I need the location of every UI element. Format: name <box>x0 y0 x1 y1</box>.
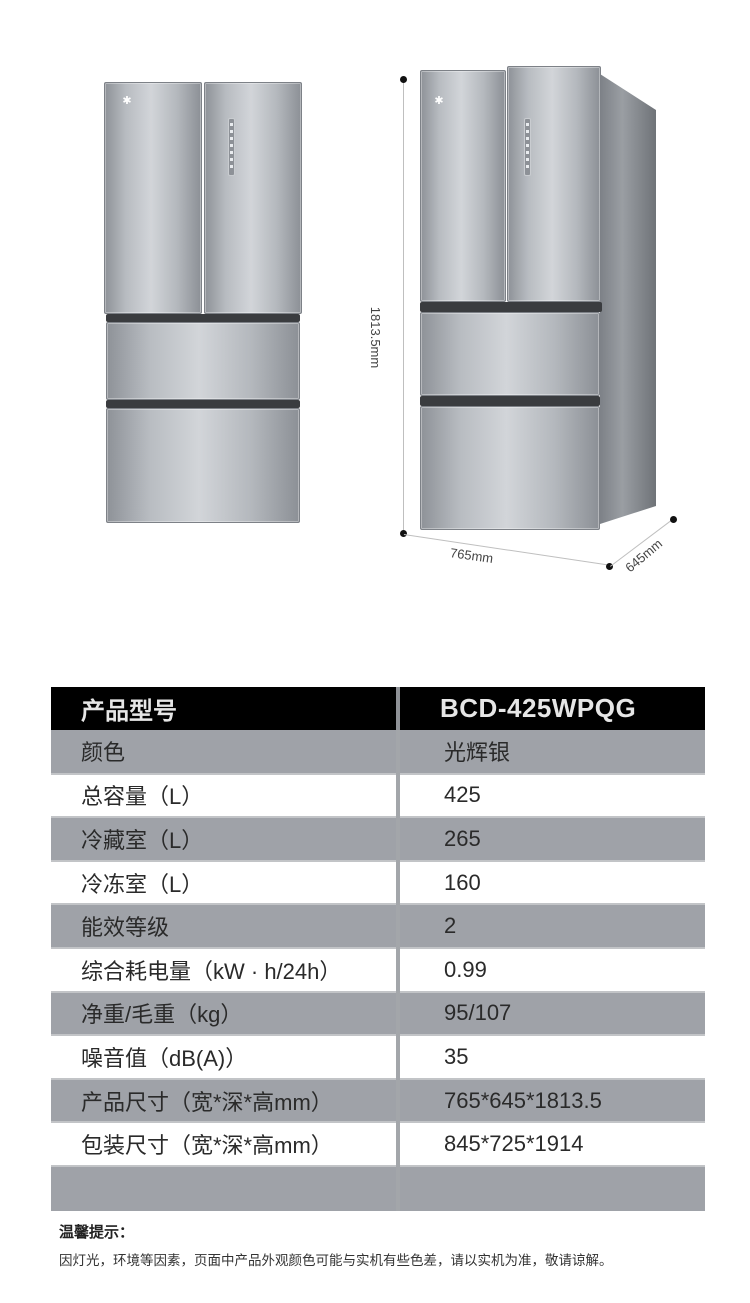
fridge-angled-view: ✱ <box>418 66 668 536</box>
fridge-side-panel <box>600 74 656 524</box>
brand-logo-icon: ✱ <box>122 95 132 107</box>
lower-drawer <box>106 408 300 523</box>
left-door <box>420 70 506 302</box>
upper-drawer <box>420 312 600 396</box>
drawer-gap <box>106 400 300 408</box>
row-label: 净重/毛重（kg） <box>51 991 400 1036</box>
left-door <box>104 82 202 314</box>
table-row: 冷冻室（L）160 <box>51 859 705 906</box>
row-value: 35 <box>398 1034 705 1080</box>
table-row: 冷藏室（L）265 <box>51 817 705 861</box>
table-row: 总容量（L）425 <box>51 772 705 819</box>
table-row: 净重/毛重（kg）95/107 <box>51 991 705 1036</box>
row-value: 2 <box>398 904 705 948</box>
table-row: 产品尺寸（宽*深*高mm）765*645*1813.5 <box>51 1078 705 1123</box>
table-row: 包装尺寸（宽*深*高mm）845*725*1914 <box>51 1121 705 1167</box>
right-door <box>204 82 302 314</box>
table-row-empty <box>51 1165 705 1211</box>
height-dimension-label: 1813.5mm <box>368 306 384 369</box>
row-value: 光辉银 <box>398 730 705 774</box>
hinge-gap <box>420 302 602 312</box>
row-label: 能效等级 <box>51 904 400 948</box>
dimension-marker <box>400 530 407 537</box>
row-label: 综合耗电量（kW · h/24h） <box>51 946 400 993</box>
row-value: 160 <box>398 859 705 906</box>
dimension-marker <box>670 516 677 523</box>
lower-drawer <box>420 406 600 530</box>
table-row: 综合耗电量（kW · h/24h）0.99 <box>51 946 705 993</box>
upper-drawer <box>106 322 300 400</box>
hinge-gap <box>106 314 300 322</box>
row-value: 845*725*1914 <box>398 1121 705 1167</box>
row-value: 95/107 <box>398 991 705 1036</box>
drawer-gap <box>420 396 600 406</box>
fridge-front-view: ✱ <box>104 82 302 524</box>
control-panel-icon <box>524 118 531 176</box>
right-door <box>507 66 601 302</box>
row-value: 265 <box>398 817 705 861</box>
dimension-marker <box>606 563 613 570</box>
row-value <box>398 1165 705 1211</box>
row-value: 0.99 <box>398 946 705 993</box>
row-value: 765*645*1813.5 <box>398 1078 705 1123</box>
spec-table: 产品型号 BCD-425WPQG 颜色光辉银 总容量（L）425 冷藏室（L）2… <box>51 687 705 1211</box>
dimension-marker <box>400 76 407 83</box>
row-label: 颜色 <box>51 730 400 774</box>
width-dimension-line <box>403 534 607 566</box>
header-label: 产品型号 <box>51 687 400 730</box>
control-panel-icon <box>228 118 235 176</box>
notice-text: 因灯光，环境等因素，页面中产品外观颜色可能与实机有些色差，请以实机为准，敬请谅解… <box>59 1253 613 1268</box>
width-dimension-label: 765mm <box>449 545 495 566</box>
table-row: 颜色光辉银 <box>51 730 705 774</box>
row-label: 包装尺寸（宽*深*高mm） <box>51 1121 400 1167</box>
notice-title: 温馨提示： <box>59 1224 135 1241</box>
row-label: 冷藏室（L） <box>51 817 400 861</box>
row-value: 425 <box>398 772 705 819</box>
table-header-row: 产品型号 BCD-425WPQG <box>51 687 705 730</box>
header-model-number: BCD-425WPQG <box>398 687 705 730</box>
table-row: 噪音值（dB(A)）35 <box>51 1034 705 1080</box>
brand-logo-icon: ✱ <box>434 95 444 107</box>
row-label: 产品尺寸（宽*深*高mm） <box>51 1078 400 1123</box>
row-label: 噪音值（dB(A)） <box>51 1034 400 1080</box>
height-dimension-line <box>403 80 404 532</box>
row-label: 总容量（L） <box>51 772 400 819</box>
row-label: 冷冻室（L） <box>51 859 400 906</box>
row-label <box>51 1165 400 1211</box>
product-images: ✱ ✱ 1813.5mm 765mm 645mm <box>0 0 750 640</box>
